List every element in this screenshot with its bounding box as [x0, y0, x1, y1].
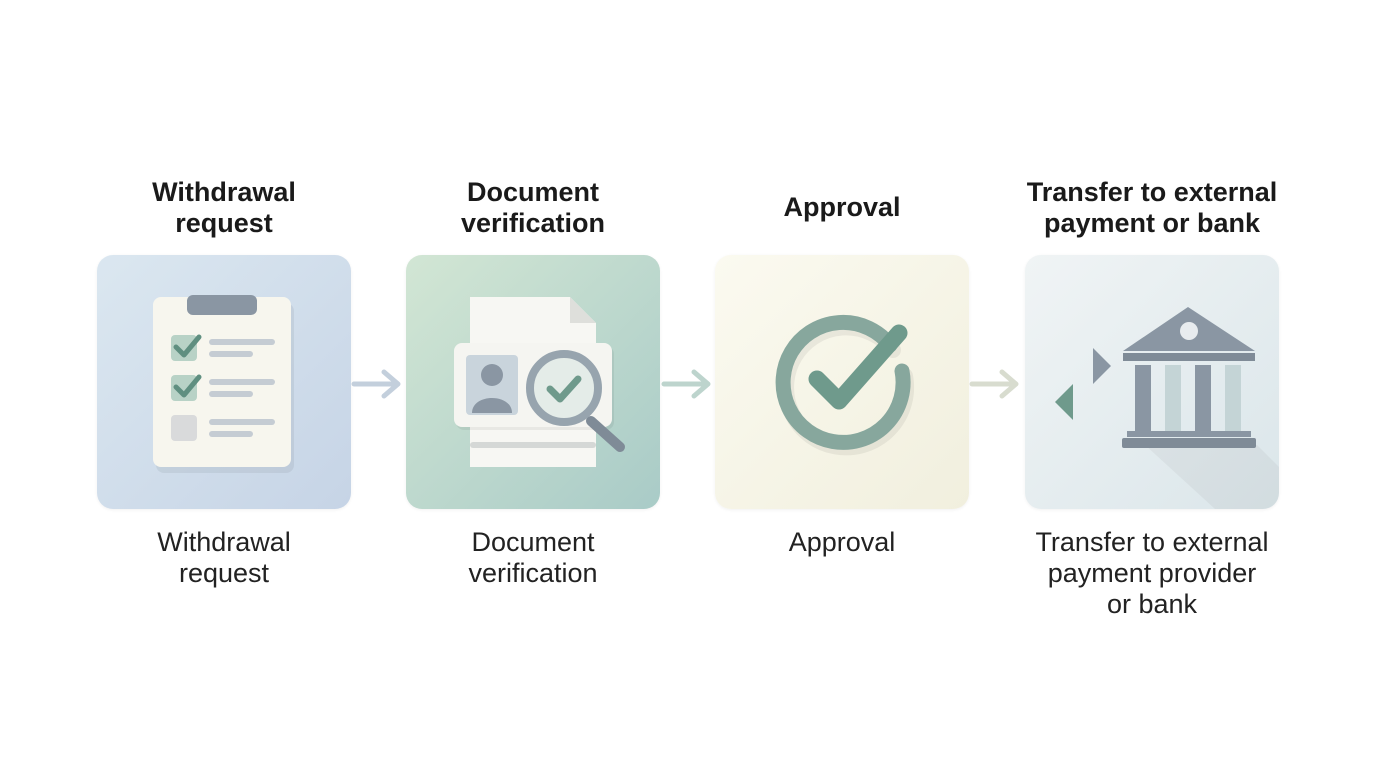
step-2-card — [406, 255, 660, 509]
check-circle-icon — [775, 314, 915, 456]
step-4-caption: Transfer to external payment provider or… — [1035, 527, 1269, 619]
bank-transfer-icon — [1042, 307, 1279, 509]
step-1-title: Withdrawal request — [152, 177, 296, 238]
step-3-title: Approval — [783, 192, 901, 222]
step-3-card — [715, 255, 969, 509]
checklist-clipboard-icon — [153, 295, 294, 473]
step-4-card — [1025, 255, 1279, 509]
step-1-caption: Withdrawal request — [157, 527, 291, 588]
step-2-caption: Document verification — [468, 527, 598, 588]
arrow-right-icon — [969, 369, 1019, 399]
step-4-title: Transfer to external payment or bank — [1026, 177, 1278, 238]
step-1-card — [97, 255, 351, 509]
step-3-caption: Approval — [788, 527, 896, 557]
arrow-right-icon — [351, 369, 401, 399]
step-2-title: Document verification — [460, 177, 606, 238]
document-magnifier-icon — [454, 297, 625, 467]
arrow-right-icon — [661, 369, 711, 399]
